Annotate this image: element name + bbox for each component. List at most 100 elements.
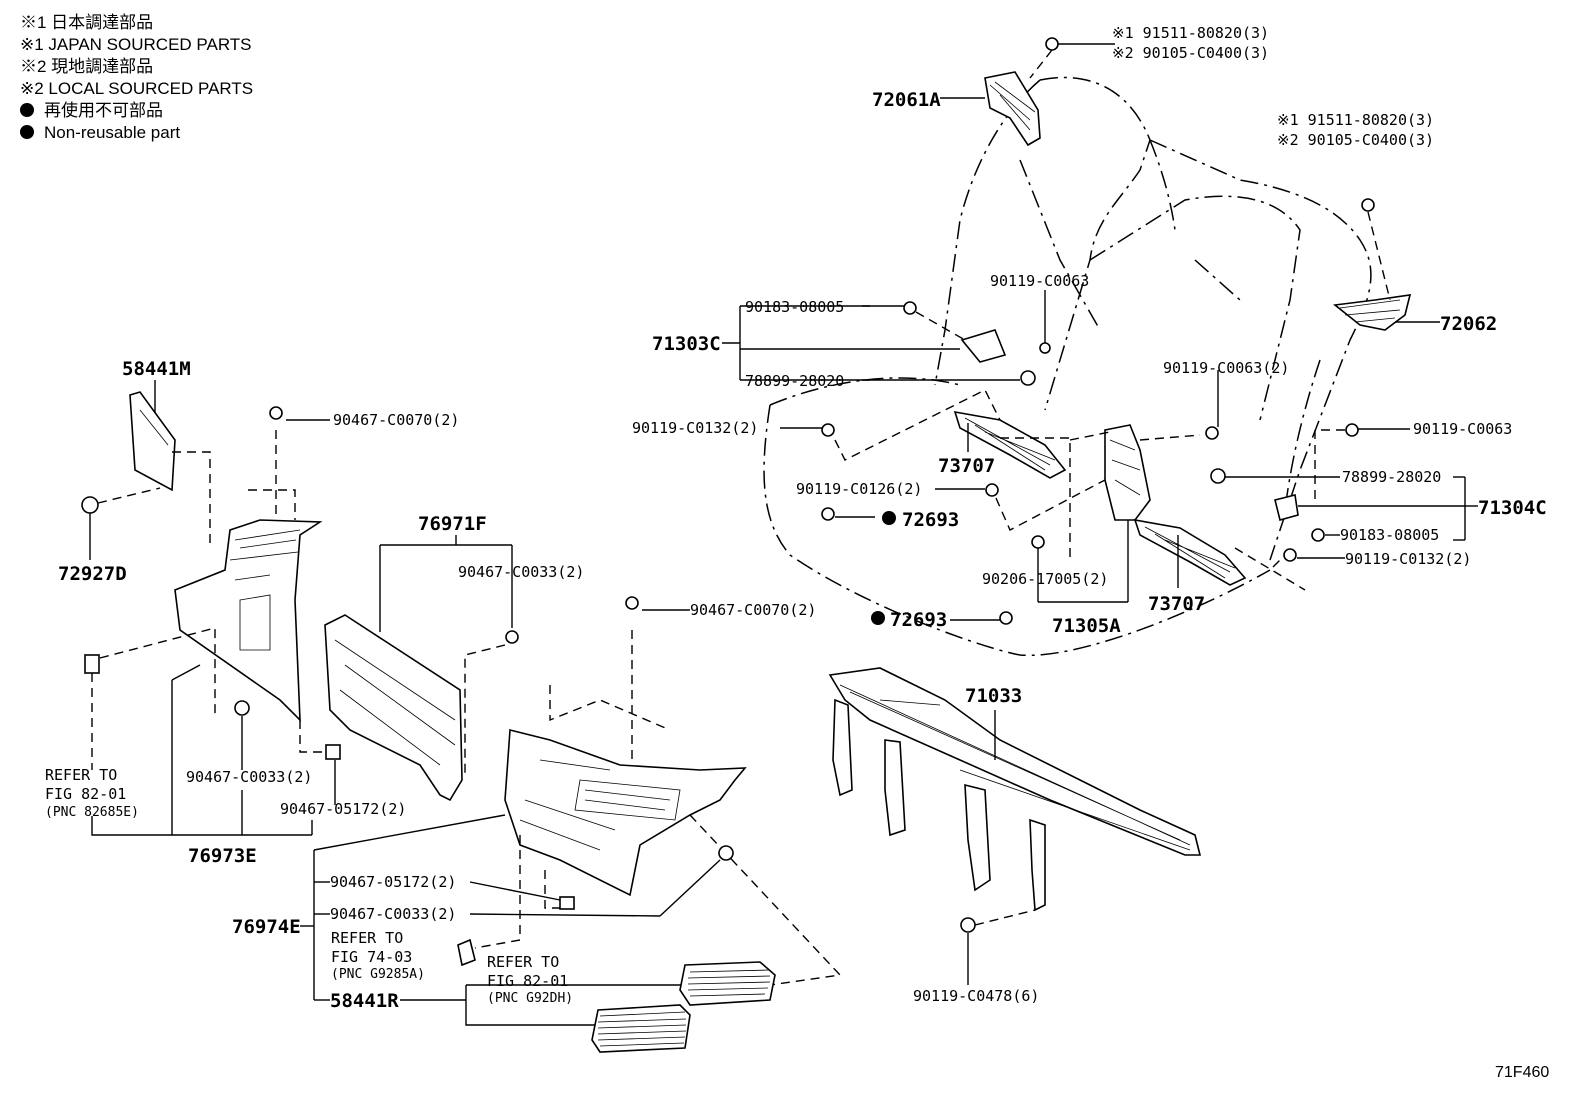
washer-icon [1031,535,1045,549]
part-label: 90119-C0063(2) [1163,359,1289,377]
part-label: 90119-C0478(6) [913,987,1039,1005]
bolt-icon [1039,342,1051,354]
part-label-76973E: 76973E [188,845,257,867]
part-label-71303C: 71303C [652,333,721,355]
part-label-71304C: 71304C [1478,497,1547,519]
bolt-icon [960,917,976,933]
hinge-72062 [1333,198,1412,331]
legend-line: ※1 JAPAN SOURCED PARTS [20,35,252,54]
clip-icon [505,630,519,644]
bolt-icon [1210,468,1226,484]
nonreusable-bullet-icon [871,611,885,625]
part-note: ※2 90105-C0400(3) [1112,44,1269,62]
side-panel-76974E [504,728,747,897]
bracket-71303C [960,329,1007,363]
part-note: ※2 90105-C0400(3) [1277,131,1434,149]
nut-icon [1311,528,1325,542]
reference-note: REFER TO [45,766,117,784]
part-label-72693: 72693 [890,609,947,631]
part-label: 90119-C0063 [990,272,1089,290]
clip-icon [84,654,100,674]
part-label: 90467-C0033(2) [330,905,456,923]
nut-icon [903,301,917,315]
cover-73707-right [1133,518,1247,586]
side-panel-76971F [324,614,463,802]
reference-note: FIG 74-03 [331,948,412,966]
figure-code: 71F460 [1495,1064,1549,1081]
clip-icon [999,611,1013,625]
clip-icon [269,406,283,420]
bullet-icon [20,103,34,117]
part-label-71305A: 71305A [1052,615,1121,637]
part-label-72693: 72693 [902,509,959,531]
side-panel-76973E [174,519,323,723]
part-label: 90119-C0132(2) [632,419,758,437]
part-label: 78899-28020 [1342,468,1441,486]
part-label: 90467-C0033(2) [458,563,584,581]
clip-icon [625,596,639,610]
reference-note: REFER TO [331,929,403,947]
part-label-58441R: 58441R [330,990,399,1012]
bolt-icon [985,483,999,497]
part-label-58441M: 58441M [122,358,191,380]
part-label-72061A: 72061A [872,89,941,111]
bracket-71305A [1104,424,1151,521]
part-label-72927D: 72927D [58,563,127,585]
part-label: 90183-08005 [745,298,844,316]
hinge-bracket-72061A [984,37,1059,147]
clip-icon [559,896,575,910]
nonreusable-bullet-icon [882,511,896,525]
legend-line-nonreusable-en: Non-reusable part [20,122,253,144]
part-label-73707: 73707 [938,455,995,477]
reference-note: FIG 82-01 [45,785,126,803]
legend-text: 再使用不可部品 [44,101,163,120]
bolt-icon [1283,548,1297,562]
part-label-76974E: 76974E [232,916,301,938]
part-label: 90119-C0126(2) [796,480,922,498]
part-label: 90467-05172(2) [280,800,406,818]
clip-icon [718,845,734,861]
clip-icon [325,744,341,760]
part-label: 90467-C0070(2) [333,411,459,429]
bracket-71304C [1274,494,1299,521]
reference-note: (PNC G9285A) [331,967,425,982]
legend-line: ※1 日本調達部品 [20,13,154,32]
seat-frame-71033 [828,667,1202,912]
part-note: ※1 91511-80820(3) [1112,24,1269,42]
bolt-icon [821,423,835,437]
part-note: ※1 91511-80820(3) [1277,111,1434,129]
clip-icon [821,507,835,521]
legend-line: ※2 現地調達部品 [20,57,154,76]
part-label-71033: 71033 [965,685,1022,707]
part-label-73707: 73707 [1148,593,1205,615]
clip-icon [234,700,250,716]
cover-58441M [129,391,176,492]
legend-line: ※2 LOCAL SOURCED PARTS [20,79,254,98]
grille-lower [591,1004,691,1053]
bolt-icon [1020,370,1036,386]
part-label-76971F: 76971F [418,513,487,535]
part-label: 90467-C0033(2) [186,768,312,786]
grille-upper [679,961,776,1006]
part-label-72062: 72062 [1440,313,1497,335]
clip-icon [81,496,99,514]
nut-icon [1205,426,1219,440]
part-label: 90119-C0132(2) [1345,550,1471,568]
part-label: 90183-08005 [1340,526,1439,544]
bolt-icon [1345,423,1359,437]
part-label: 90206-17005(2) [982,570,1108,588]
part-label: 78899-28020 [745,372,844,390]
reference-note: REFER TO [487,953,559,971]
part-label: 90467-C0070(2) [690,601,816,619]
legend: ※1 日本調達部品 ※1 JAPAN SOURCED PARTS ※2 現地調達… [20,12,253,144]
legend-line-nonreusable-jp: 再使用不可部品 [20,100,253,122]
part-label: 90467-05172(2) [330,873,456,891]
reference-note: (PNC G92DH) [487,991,573,1006]
clip-icon [457,938,476,967]
bullet-icon [20,125,34,139]
part-label: 90119-C0063 [1413,420,1512,438]
legend-text: Non-reusable part [44,123,181,142]
reference-note: FIG 82-01 [487,972,568,990]
reference-note: (PNC 82685E) [45,805,139,820]
